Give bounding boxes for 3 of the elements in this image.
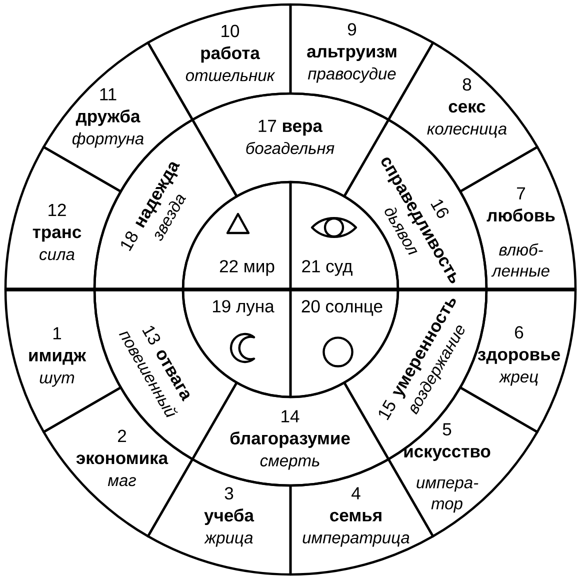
ring-segment: 10 работа отшельник: [146, 3, 292, 121]
ring-segment: 9 альтруизм правосудие: [289, 3, 434, 121]
ring-segment: 7 любовь влюб- ленные: [459, 146, 577, 291]
